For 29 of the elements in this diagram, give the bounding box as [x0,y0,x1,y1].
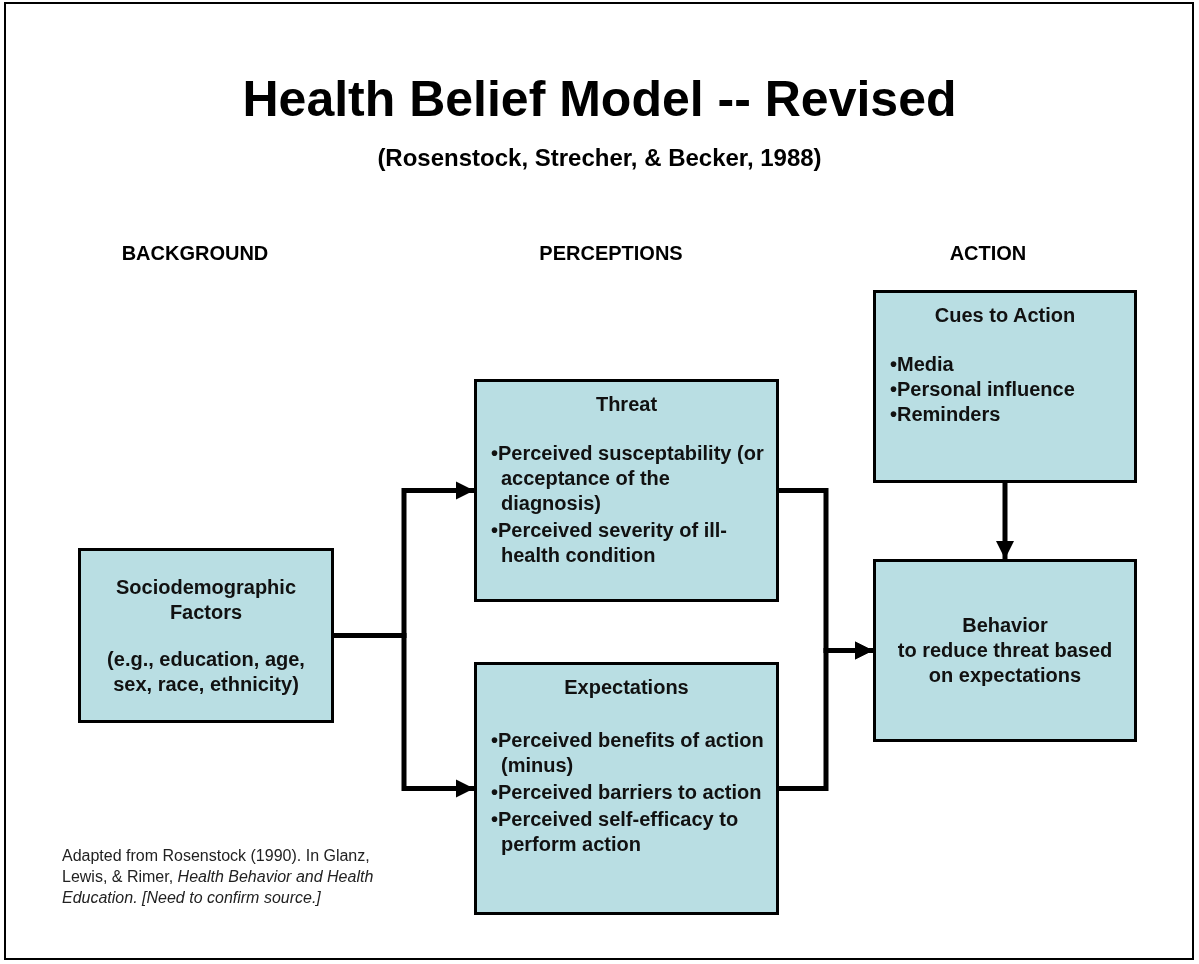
column-heading: ACTION [948,241,1028,266]
concept-box [474,379,779,602]
box-text: •Media [889,352,955,377]
box-text: •Perceived barriers to action [490,780,763,805]
box-heading: Cues to Action [933,303,1077,328]
column-heading: PERCEPTIONS [538,241,684,266]
box-heading: Behavior [961,613,1049,638]
arrow [779,641,873,791]
concept-box [78,548,334,723]
subtitle: (Rosenstock, Strecher, & Becker, 1988) [376,143,823,173]
box-heading: Expectations [563,675,690,700]
box-text: •Perceived susceptability (or acceptance of the diagnosis) [490,441,764,516]
arrow [334,633,474,798]
box-text: •Perceived severity of ill-health condition [490,518,728,568]
concept-box [474,662,779,915]
source-note: Adapted from Rosenstock (1990). In Glanz, Lewis, & Rimer, Health Behavior and Health Education. [Need to confirm source.] [62,846,375,908]
box-text: •Perceived benefits of action (minus) [490,728,764,778]
box-text: •Reminders [889,402,1002,427]
box-text: to reduce threat based on expectations [896,638,1114,688]
box-text: •Perceived self-efficacy to perform action [490,807,740,857]
title: Health Belief Model -- Revised [241,70,958,128]
column-heading: BACKGROUND [120,241,270,266]
concept-box [873,290,1137,483]
box-text: •Personal influence [889,377,1076,402]
box-heading: Sociodemographic Factors [115,574,297,625]
box-text: (e.g., education, age, sex, race, ethnicity) [106,646,306,697]
concept-box [873,559,1137,742]
arrow [996,483,1014,559]
box-heading: Threat [594,392,659,417]
